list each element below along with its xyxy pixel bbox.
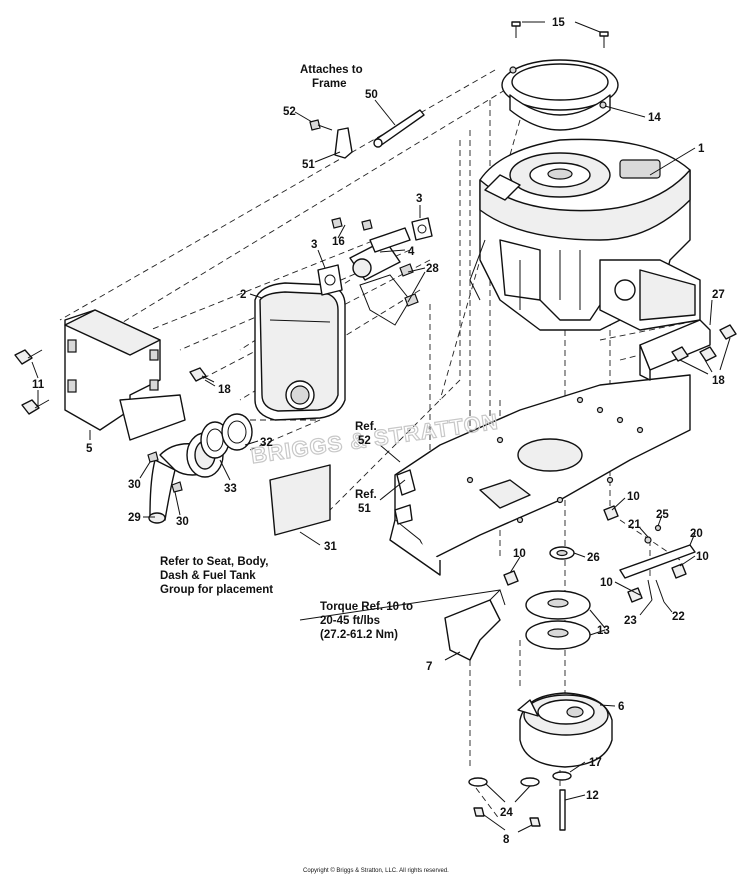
callout-10-mid: 10 <box>513 548 526 560</box>
bolt-18-left <box>189 367 215 383</box>
callout-33: 33 <box>224 483 237 495</box>
callout-4: 4 <box>408 246 415 258</box>
callout-15: 15 <box>552 17 565 29</box>
frame <box>389 374 691 576</box>
leader-lines <box>31 21 731 833</box>
callout-1: 1 <box>698 143 705 155</box>
bolts-16 <box>331 217 373 231</box>
callout-50: 50 <box>365 89 378 101</box>
shield-31 <box>269 464 331 536</box>
bracket-51 <box>334 127 353 159</box>
callout-30-right: 30 <box>176 516 189 528</box>
callout-24: 24 <box>500 807 513 819</box>
callout-18-left: 18 <box>218 384 231 396</box>
callout-10-bottom: 10 <box>600 577 613 589</box>
note-attaches-line1: Attaches to <box>300 64 363 76</box>
callout-14: 14 <box>648 112 661 124</box>
pulleys-13 <box>525 590 591 650</box>
callout-16: 16 <box>332 236 345 248</box>
callouts: 15 14 1 50 52 51 16 3 3 4 28 2 27 18 18 … <box>32 17 725 846</box>
washer-17 <box>552 771 572 781</box>
note-refer-line2: Dash & Fuel Tank <box>160 570 256 582</box>
bolt-52 <box>309 119 333 131</box>
air-filter-ring <box>501 59 619 131</box>
gasket-32 <box>221 413 253 451</box>
callout-10-top: 10 <box>627 491 640 503</box>
callout-12: 12 <box>586 790 599 802</box>
engine <box>469 138 701 331</box>
bolt-12 <box>559 789 566 831</box>
callout-31: 31 <box>324 541 337 553</box>
callout-6: 6 <box>618 701 624 713</box>
bolts-11 <box>14 349 50 415</box>
bolts-18-right <box>671 324 737 362</box>
bracket-20 <box>619 544 696 579</box>
callout-30-left: 30 <box>128 479 141 491</box>
callout-5: 5 <box>86 443 93 455</box>
callout-27: 27 <box>712 289 725 301</box>
note-refer-line3: Group for placement <box>160 584 273 596</box>
copyright: Copyright © Briggs & Stratton, LLC. All … <box>303 867 449 874</box>
bolts-30 <box>147 451 183 493</box>
note-torque-line1: Torque Ref. 10 to <box>320 601 413 613</box>
bracket-7 <box>444 589 506 661</box>
callout-13: 13 <box>597 625 610 637</box>
note-refer-line1: Refer to Seat, Body, <box>160 556 268 568</box>
clutch-6 <box>517 692 613 768</box>
callout-11: 11 <box>32 379 45 391</box>
callout-8: 8 <box>503 834 510 846</box>
callout-2: 2 <box>240 289 246 301</box>
callout-29: 29 <box>128 512 141 524</box>
callout-32: 32 <box>260 437 273 449</box>
callout-20: 20 <box>690 528 703 540</box>
callout-25: 25 <box>656 509 669 521</box>
gasket-3-left <box>317 264 343 296</box>
screws-15 <box>511 21 609 48</box>
flange-4 <box>349 227 411 281</box>
callout-21: 21 <box>628 519 641 531</box>
note-attaches-line2: Frame <box>312 78 347 90</box>
notes: Attaches to Frame Ref. 52 Ref. 51 Refer … <box>160 64 413 641</box>
callout-22: 22 <box>672 611 685 623</box>
callout-3-left: 3 <box>311 239 317 251</box>
note-torque-line2: 20-45 ft/lbs <box>320 615 380 627</box>
note-ref52-line2: 52 <box>358 435 371 447</box>
rod-50 <box>373 109 425 148</box>
note-ref51-line2: 51 <box>358 503 371 515</box>
callout-23: 23 <box>624 615 637 627</box>
callout-51: 51 <box>302 159 315 171</box>
washers-24 <box>468 777 540 787</box>
gasket-3-top <box>411 217 433 241</box>
callout-52: 52 <box>283 106 296 118</box>
bolts-8 <box>473 807 541 827</box>
note-ref51-line1: Ref. <box>355 489 377 501</box>
note-ref52-line1: Ref. <box>355 421 377 433</box>
small-parts-21-25-23-22 <box>644 524 665 603</box>
callout-18-right: 18 <box>712 375 725 387</box>
callout-28: 28 <box>426 263 439 275</box>
callout-26: 26 <box>587 552 600 564</box>
callout-10-right: 10 <box>696 551 709 563</box>
spacer-26 <box>549 546 575 560</box>
callout-17: 17 <box>589 757 602 769</box>
callout-7: 7 <box>426 661 432 673</box>
note-torque-line3: (27.2-61.2 Nm) <box>320 629 398 641</box>
bracket-28 <box>359 263 419 326</box>
bracket-27 <box>639 319 711 381</box>
callout-3-top: 3 <box>416 193 422 205</box>
heat-shield <box>64 309 186 441</box>
muffler <box>254 282 346 421</box>
